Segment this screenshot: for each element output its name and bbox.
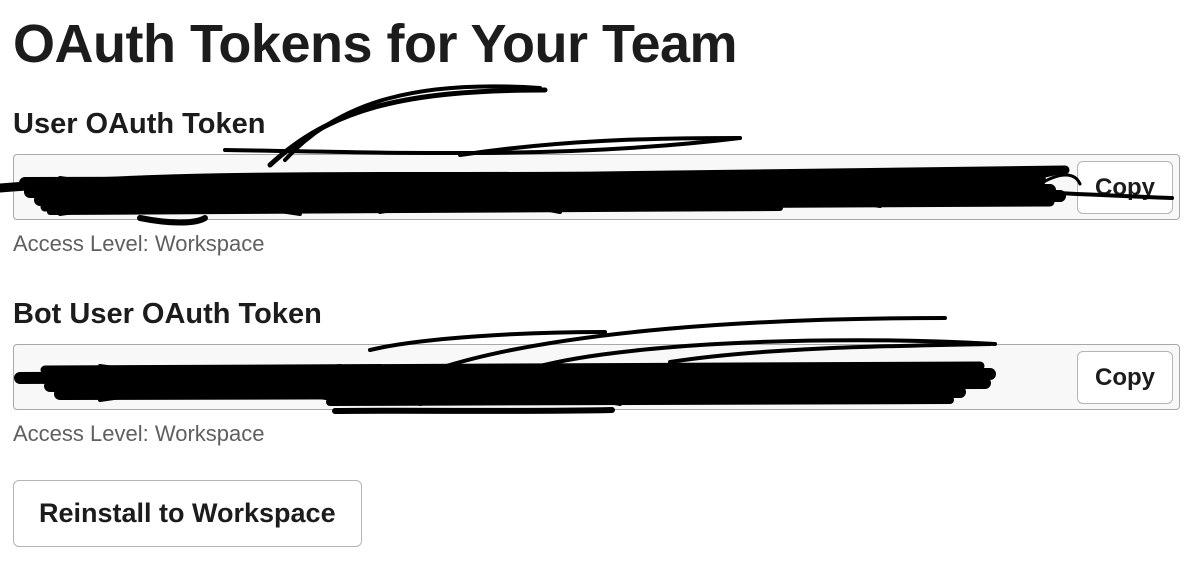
bot-token-copy-button[interactable]: Copy [1077, 351, 1173, 404]
bot-token-access-level: Access Level: Workspace [13, 421, 265, 446]
bot-token-label: Bot User OAuth Token [13, 298, 322, 330]
reinstall-to-workspace-button[interactable]: Reinstall to Workspace [13, 480, 362, 547]
user-token-input[interactable] [22, 163, 1062, 211]
user-token-copy-button[interactable]: Copy [1077, 161, 1173, 214]
user-token-field: Copy [13, 154, 1180, 220]
bot-token-field: Copy [13, 344, 1180, 410]
page-title: OAuth Tokens for Your Team [13, 14, 738, 74]
bot-token-input[interactable] [22, 353, 1062, 401]
user-token-label: User OAuth Token [13, 108, 266, 140]
user-token-access-level: Access Level: Workspace [13, 231, 265, 256]
